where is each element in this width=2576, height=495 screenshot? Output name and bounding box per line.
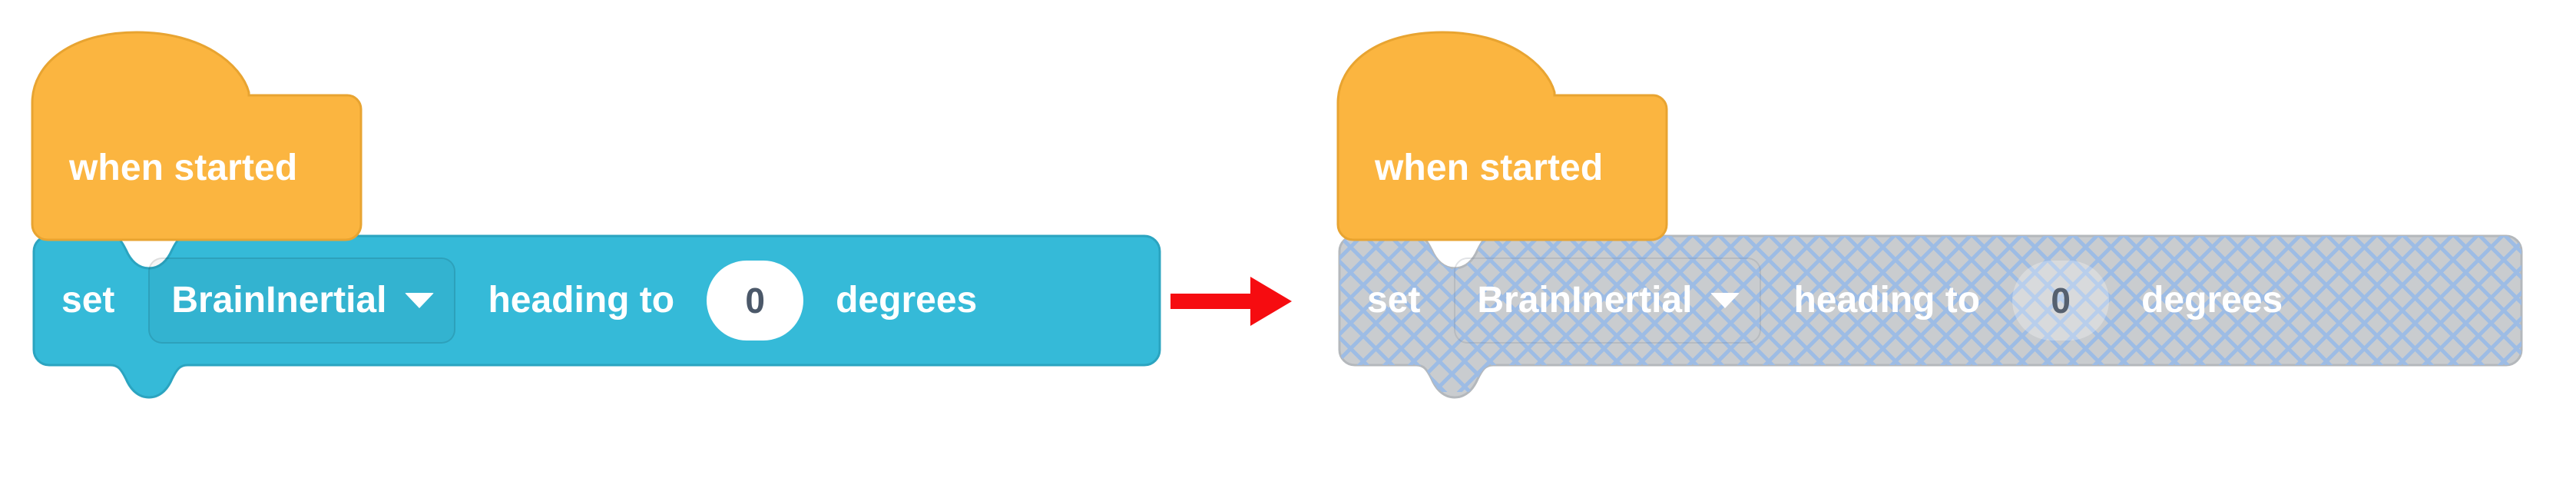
- sensor-dropdown-value: BrainInertial: [1477, 280, 1693, 321]
- hat-block-shape: [1336, 31, 1668, 241]
- heading-value-input[interactable]: 0: [2012, 261, 2110, 341]
- heading-value-text: 0: [745, 281, 765, 321]
- degrees-label: degrees: [836, 280, 978, 321]
- when-started-hat-block[interactable]: when started: [31, 31, 363, 241]
- set-heading-stack-block[interactable]: set BrainInertial heading to 0 degrees: [32, 234, 1161, 399]
- script-enabled: when started set BrainInertial heading t…: [0, 0, 1229, 495]
- degrees-label: degrees: [2141, 280, 2283, 321]
- stack-block-content: set BrainInertial heading to 0 degrees: [32, 234, 1161, 367]
- heading-to-label: heading to: [488, 280, 675, 321]
- stack-block-shape: [32, 234, 1161, 399]
- chevron-down-icon: [405, 293, 435, 308]
- hat-block-label: when started: [1375, 148, 1604, 188]
- arrow-icon: [1170, 277, 1292, 326]
- heading-value-text: 0: [2051, 281, 2071, 321]
- when-started-hat-block[interactable]: when started: [1336, 31, 1668, 241]
- hat-block-label: when started: [69, 148, 298, 188]
- hat-block-shape: [31, 31, 363, 241]
- set-heading-stack-block-disabled[interactable]: set BrainInertial heading to 0 degrees: [1338, 234, 2523, 399]
- heading-value-input[interactable]: 0: [707, 261, 804, 341]
- sensor-dropdown[interactable]: BrainInertial: [1454, 257, 1762, 344]
- heading-to-label: heading to: [1793, 280, 1981, 321]
- chevron-down-icon: [1710, 293, 1740, 308]
- sensor-dropdown[interactable]: BrainInertial: [148, 257, 456, 344]
- sensor-dropdown-value: BrainInertial: [171, 280, 387, 321]
- red-arrow-right: [1170, 271, 1293, 332]
- script-disabled: when started: [1306, 0, 2535, 495]
- set-label: set: [1367, 280, 1421, 321]
- stack-block-content-disabled: set BrainInertial heading to 0 degrees: [1338, 234, 2523, 367]
- set-label: set: [61, 280, 115, 321]
